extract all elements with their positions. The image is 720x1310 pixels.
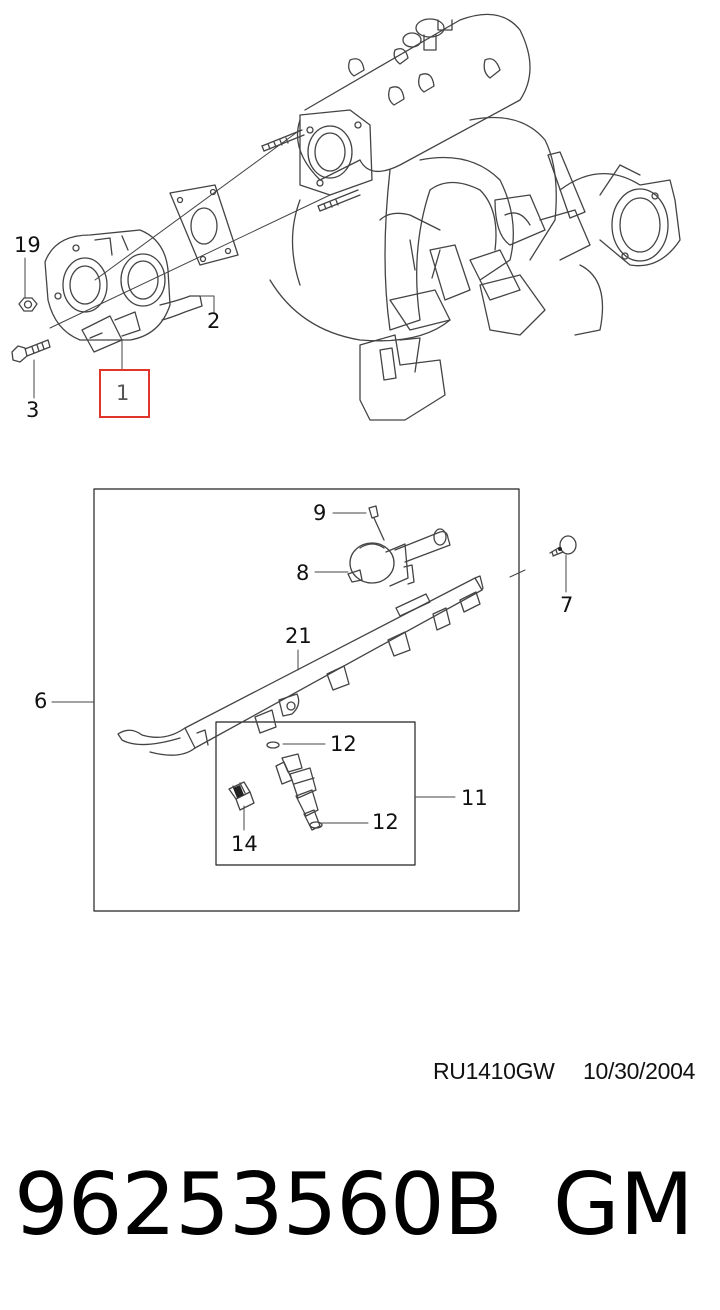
fuel-rail-box — [93, 488, 520, 912]
callout-14: 14 — [231, 832, 258, 856]
callout-6: 6 — [34, 689, 48, 713]
nut — [18, 297, 38, 312]
rail-bolt-head — [558, 547, 562, 551]
intake-manifold — [261, 13, 681, 421]
screw — [368, 505, 385, 541]
fuel-rail — [117, 569, 526, 756]
fuel-pressure-regulator — [347, 528, 451, 587]
rail-bolt — [549, 535, 577, 557]
callout-8: 8 — [296, 561, 310, 585]
gasket — [169, 184, 239, 266]
bolt — [11, 339, 51, 363]
injector-box — [215, 721, 416, 866]
callout-11: 11 — [461, 786, 488, 810]
callout-9: 9 — [313, 501, 327, 525]
diagram-reference-date: 10/30/2004 — [583, 1058, 696, 1084]
callout-7: 7 — [560, 593, 574, 617]
diagram-reference-code: RU1410GW — [433, 1058, 555, 1084]
part-number: 96253560B — [14, 1155, 503, 1255]
fuel-injector — [266, 741, 323, 831]
callout-3: 3 — [26, 398, 40, 422]
callout-21: 21 — [285, 624, 312, 648]
clip-dark-fill — [233, 785, 244, 798]
callout-12-lower: 12 — [372, 810, 399, 834]
callout-1: 1 — [116, 381, 130, 405]
callout-2: 2 — [207, 309, 221, 333]
highlight-box[interactable] — [99, 369, 150, 418]
throttle-body — [44, 229, 203, 353]
callout-12-upper: 12 — [330, 732, 357, 756]
callout-19: 19 — [14, 233, 41, 257]
brand-name: GM — [553, 1155, 694, 1255]
